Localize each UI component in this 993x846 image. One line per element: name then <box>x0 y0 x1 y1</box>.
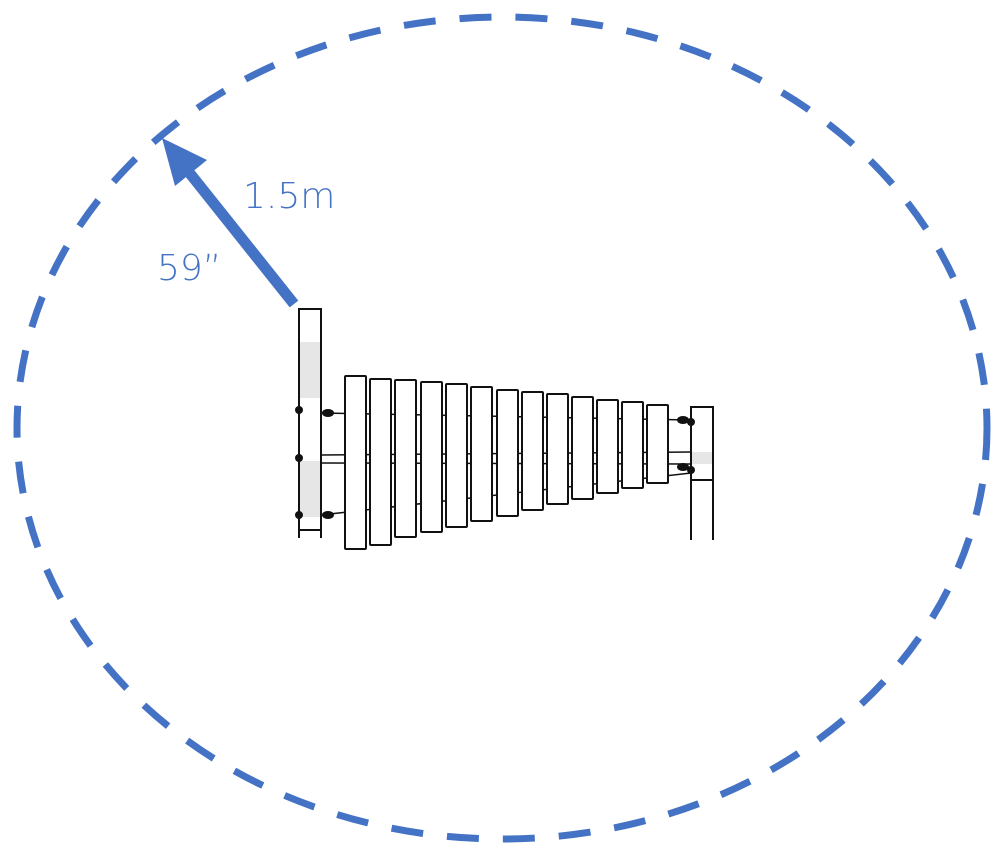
xylophone-bar <box>470 386 493 522</box>
right-post <box>687 406 714 540</box>
mount-brackets <box>322 409 689 519</box>
safety-zone-boundary <box>13 13 991 843</box>
xylophone-bar <box>546 393 569 505</box>
xylophone-top-view <box>295 308 714 550</box>
radius-arrow-shaft <box>179 162 299 308</box>
xylophone-bar <box>646 404 669 484</box>
xylophone-bar <box>571 396 594 500</box>
xylophone-bar <box>344 375 367 550</box>
radius-label-metric: 1.5m <box>243 176 335 217</box>
radius-arrow <box>162 138 299 308</box>
xylophone-bar <box>445 383 468 528</box>
xylophone-bar <box>394 379 417 538</box>
xylophone-bar <box>621 401 644 489</box>
xylophone-bar <box>369 378 392 546</box>
radius-label-imperial: 59” <box>157 248 221 289</box>
xylophone-bar <box>596 399 619 494</box>
xylophone-bar <box>521 391 544 511</box>
xylophone-bar <box>420 381 443 533</box>
left-post <box>295 308 322 538</box>
radius-arrowhead <box>162 138 207 186</box>
xylophone-bars <box>344 375 669 550</box>
xylophone-bar <box>496 389 519 517</box>
